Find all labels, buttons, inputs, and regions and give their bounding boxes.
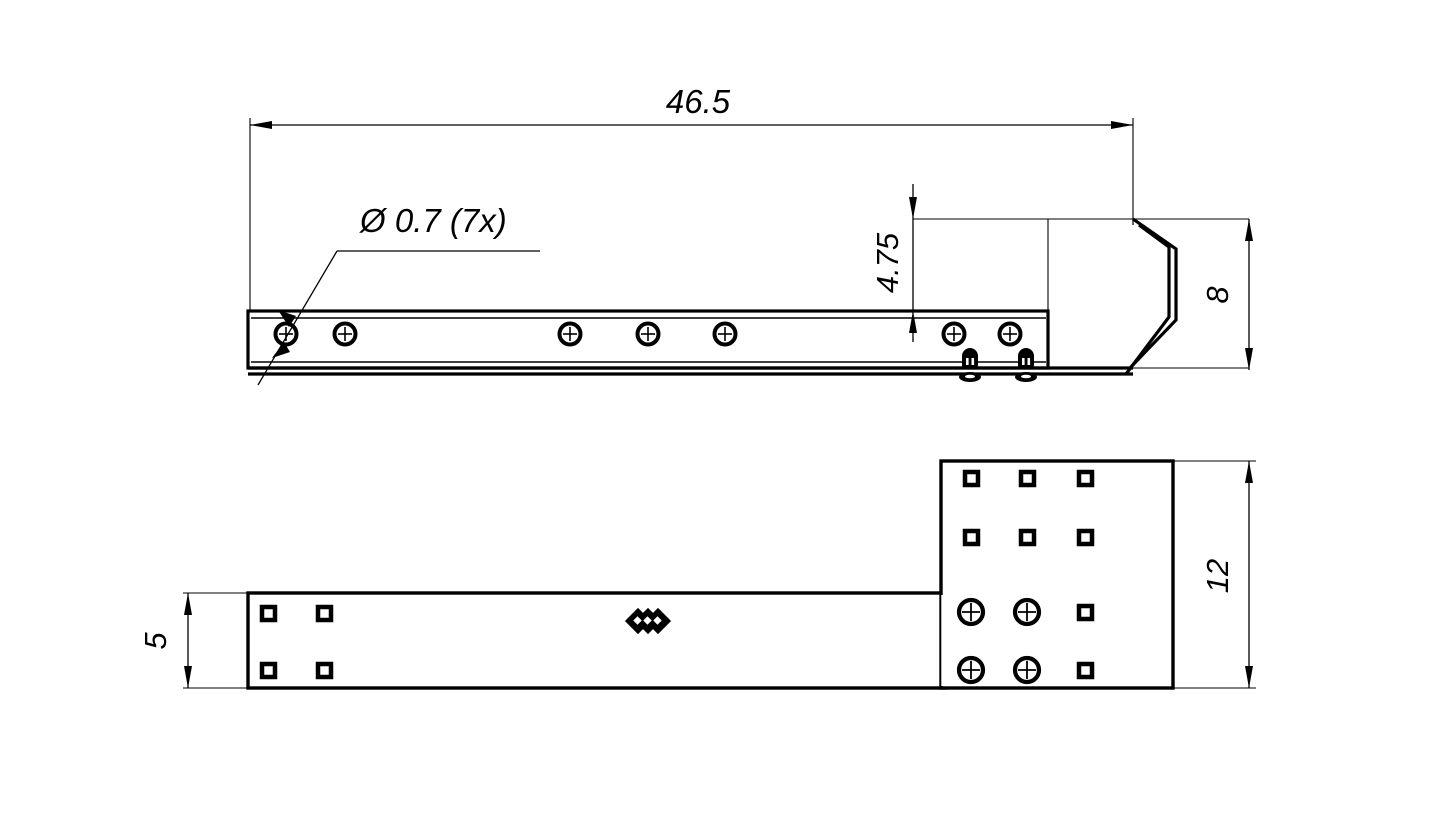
square-marker (315, 661, 334, 680)
plan-pad (939, 459, 1175, 690)
dimension-label-offset-height: 4.75 (870, 232, 905, 293)
plan-circular-holes-pad (956, 597, 1042, 685)
dimension-pad-width (1245, 461, 1253, 688)
elevation-hook (1124, 217, 1178, 375)
plan-view (183, 459, 1256, 690)
elevation-countersunk-holes (273, 321, 1023, 347)
plan-square-markers-pad (962, 469, 1095, 680)
dimension-overall-length (250, 121, 1133, 129)
countersunk-hole (941, 321, 967, 347)
square-marker (962, 469, 981, 488)
elevation-lower-flange (248, 366, 1133, 376)
countersunk-hole (997, 321, 1023, 347)
dimension-hook-height (1245, 219, 1253, 370)
square-marker (259, 661, 278, 680)
square-marker (1076, 528, 1095, 547)
elevation-view (246, 118, 1253, 386)
square-marker (1076, 661, 1095, 680)
square-marker (1076, 603, 1095, 622)
elevation-rivets (959, 348, 1037, 382)
countersunk-hole (1012, 655, 1042, 685)
extension-lines-overall-length (249, 118, 1134, 313)
square-marker (1018, 469, 1037, 488)
countersunk-hole (956, 655, 986, 685)
plan-diamond-cluster (624, 607, 672, 635)
countersunk-hole (273, 321, 299, 347)
square-marker (259, 604, 278, 623)
rivet (1015, 348, 1037, 382)
dimension-offset-height (909, 184, 917, 342)
countersunk-hole (332, 321, 358, 347)
plan-square-markers-strap (259, 604, 334, 680)
countersunk-hole (1012, 597, 1042, 627)
dimension-label-hook-height: 8 (1200, 286, 1235, 304)
countersunk-hole (557, 321, 583, 347)
hole-callout-leader (257, 250, 540, 386)
plan-strap (246, 591, 948, 690)
countersunk-hole (635, 321, 661, 347)
reference-lines-elevation (913, 218, 1249, 369)
square-marker (962, 528, 981, 547)
square-marker (1076, 469, 1095, 488)
dimension-label-overall-length: 46.5 (666, 83, 731, 120)
extension-lines-strap-width (183, 592, 250, 689)
dimension-labels: 46.5 4.75 8 5 12 Ø 0.7 (7x) (138, 83, 1235, 650)
countersunk-hole (712, 321, 738, 347)
dimension-label-strap-width: 5 (138, 632, 173, 650)
rivet (959, 348, 981, 382)
square-marker (315, 604, 334, 623)
extension-lines-pad-width (1173, 460, 1256, 689)
dimension-strap-width (184, 593, 192, 688)
dimension-label-pad-width: 12 (1200, 559, 1235, 593)
countersunk-hole (956, 597, 986, 627)
square-marker (1018, 528, 1037, 547)
hole-callout-label: Ø 0.7 (7x) (359, 202, 507, 239)
